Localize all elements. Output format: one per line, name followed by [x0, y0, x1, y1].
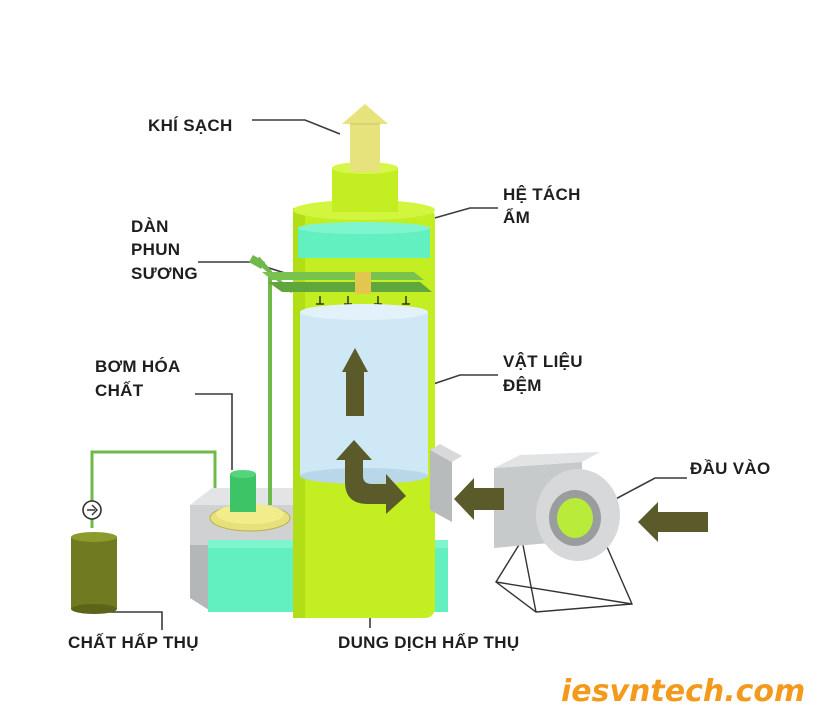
- label-absorbent: CHẤT HẤP THỤ: [68, 633, 199, 652]
- inlet-arrow-to-fan: [638, 502, 708, 542]
- inlet-arrow-to-tower: [454, 478, 504, 520]
- spray-header: [248, 255, 432, 294]
- spray-nozzles: [316, 296, 410, 305]
- label-spray-2: PHUN: [131, 240, 180, 259]
- label-packing-1: VẬT LIỆU: [503, 352, 583, 371]
- absorbent-tank: [71, 532, 117, 614]
- pump-symbol: [82, 500, 102, 520]
- label-clean-air: KHÍ SẠCH: [148, 116, 233, 135]
- label-demister-2: ẨM: [503, 208, 530, 227]
- chimney: [342, 104, 388, 172]
- label-pump-2: CHẤT: [95, 381, 144, 400]
- flow-arrow-up: [342, 348, 368, 416]
- label-solution: DUNG DỊCH HẤP THỤ: [338, 633, 519, 652]
- demister: [298, 222, 430, 258]
- chemical-pump: [209, 470, 291, 532]
- fan-stand: [495, 539, 634, 613]
- label-pump-1: BƠM HÓA: [95, 357, 181, 376]
- fan-housing: [494, 452, 620, 561]
- label-packing-2: ĐỆM: [503, 376, 542, 395]
- pump-riser-pipe: [256, 256, 272, 505]
- label-inlet: ĐẦU VÀO: [690, 459, 771, 478]
- flow-arrow-curved: [336, 440, 406, 514]
- label-spray-1: DÀN: [131, 217, 169, 236]
- inlet-duct: [430, 444, 462, 522]
- absorbent-pipe: [90, 450, 217, 528]
- label-demister-1: HỆ TÁCH: [503, 185, 581, 204]
- watermark: iesvntech.com: [561, 674, 805, 709]
- label-spray-3: SƯƠNG: [131, 264, 198, 283]
